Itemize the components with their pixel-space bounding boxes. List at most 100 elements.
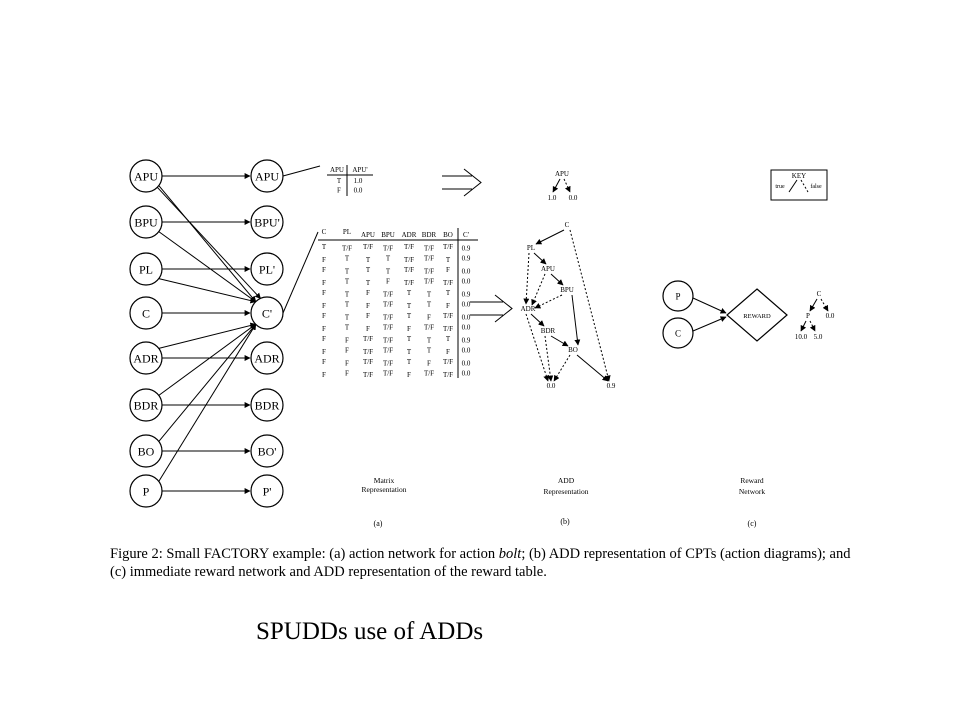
key-true-line — [788, 179, 798, 193]
reward-edge — [692, 297, 727, 314]
left-node-circle — [129, 205, 163, 239]
matrix-cell: T — [407, 302, 412, 310]
matrix-cell: T/F — [404, 243, 414, 251]
matrix-cell: T/F — [443, 358, 453, 366]
key-frame — [770, 169, 828, 201]
matrix-cell: T/F — [424, 278, 434, 286]
matrix-cell: T — [427, 301, 432, 309]
matrix-cell: F — [446, 266, 450, 274]
add-node-label: PL — [527, 244, 535, 252]
matrix-cell: T — [407, 335, 412, 343]
add-node-label: ADR — [521, 305, 536, 313]
matrix-cell: F — [407, 325, 411, 333]
matrix-cell: 0.9 — [462, 337, 471, 345]
key-false-label: false — [810, 183, 822, 190]
section-labels: MatrixRepresentationADDRepresentationRew… — [362, 476, 766, 528]
reward-add-node: C — [817, 290, 822, 298]
add-small-root: APU — [555, 170, 569, 178]
reward-add-edge — [809, 298, 818, 312]
matrix-cell: T/F — [424, 370, 434, 378]
matrix-cell: T — [345, 278, 350, 286]
right-node-label: P' — [263, 485, 272, 499]
matrix-cell: T — [407, 312, 412, 320]
matrix-cell: T — [407, 358, 412, 366]
left-node-circle — [129, 159, 163, 193]
matrix-cell: T/F — [383, 347, 393, 355]
add-edge — [523, 252, 530, 305]
matrix-cell: F — [322, 312, 326, 320]
add-small-branch-true — [552, 178, 561, 193]
matrix-header: BO — [443, 231, 453, 239]
add-edge — [544, 335, 554, 382]
edge-to-c-prime — [158, 278, 257, 304]
matrix-title: Representation — [362, 485, 407, 494]
matrix-header: BPU — [381, 231, 395, 239]
add-small-branch-false — [563, 178, 571, 193]
matrix-cell: T — [446, 256, 451, 264]
right-node-label: PL' — [259, 263, 275, 277]
matrix-cell: T — [345, 268, 350, 276]
reward-add-edge — [800, 320, 807, 332]
slide-heading: SPUDDs use of ADDs — [256, 618, 484, 645]
right-node-label: APU — [255, 170, 279, 184]
matrix-cell: T — [407, 289, 412, 297]
right-node-label: ADR — [254, 352, 279, 366]
matrix-cell: T/F — [363, 371, 373, 379]
apu-table-cell: F — [337, 187, 341, 195]
matrix-cell: 0.9 — [462, 245, 471, 253]
matrix-cell: T/F — [404, 279, 414, 287]
add-edge — [571, 294, 581, 346]
matrix-cell: T/F — [363, 358, 373, 366]
add-node-label: C — [565, 221, 570, 229]
matrix-cell: F — [446, 348, 450, 356]
matrix-cell: T — [366, 266, 371, 274]
edge-to-c-prime — [158, 323, 257, 482]
network-edges — [156, 173, 262, 494]
matrix-cell: T/F — [443, 312, 453, 320]
matrix-cell: T — [427, 347, 432, 355]
edge-to-c-prime — [158, 231, 257, 303]
matrix-cell: T — [427, 291, 432, 299]
caption-italic: bolt — [498, 546, 522, 562]
matrix-cell: F — [366, 302, 370, 310]
matrix-cell: T — [446, 335, 451, 343]
matrix-cell: T/F — [443, 371, 453, 379]
add-edge — [550, 335, 569, 347]
add-edge — [534, 294, 563, 309]
add-small-leaf: 1.0 — [548, 194, 557, 202]
matrix-header: BDR — [422, 231, 437, 239]
label-b: (b) — [560, 517, 570, 526]
add-edge — [576, 354, 609, 382]
matrix-cell: F — [322, 335, 326, 343]
reward-add-leaf: 5.0 — [814, 333, 823, 341]
matrix-cell: T/F — [404, 256, 414, 264]
add-edge — [531, 273, 546, 306]
matrix-cell: T — [386, 268, 391, 276]
matrix-cell: 0.0 — [462, 324, 471, 332]
matrix-cell: T — [345, 291, 350, 299]
matrix-cell: T — [407, 348, 412, 356]
add-leaf-label: 0.9 — [607, 382, 616, 390]
left-node-circle — [129, 252, 163, 286]
matrix-cell: F — [322, 289, 326, 297]
matrix-header: PL — [343, 228, 351, 236]
matrix-cell: T — [345, 301, 350, 309]
matrix-cell: 0.0 — [462, 360, 471, 368]
left-node-circle — [129, 474, 163, 508]
reward-title: Network — [739, 487, 765, 496]
edge-to-c-prime — [158, 185, 257, 303]
matrix-cell: F — [446, 302, 450, 310]
matrix-cell: 0.9 — [462, 255, 471, 263]
matrix-cell: F — [322, 348, 326, 356]
matrix-cell: F — [322, 371, 326, 379]
matrix-cell: T — [386, 255, 391, 263]
left-node-circle — [129, 388, 163, 422]
matrix-cell: T/F — [404, 266, 414, 274]
matrix-cell: F — [322, 358, 326, 366]
add-title: Representation — [544, 487, 589, 496]
